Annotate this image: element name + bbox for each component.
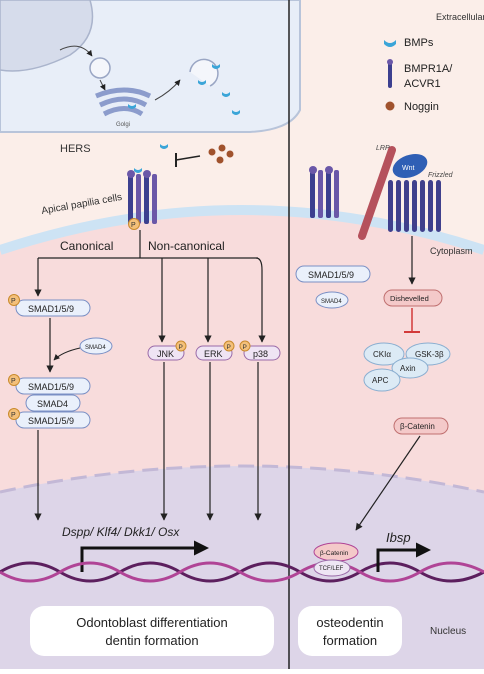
smad-phospho-1 bbox=[8, 294, 20, 306]
noggin-inhibition bbox=[175, 155, 201, 161]
legend-heading: Extracellular bbox=[436, 12, 484, 22]
signal-branches bbox=[34, 230, 266, 343]
erk-label: ERK bbox=[204, 349, 223, 359]
bmp-ligand-icon bbox=[384, 40, 396, 47]
right-outcome-box bbox=[298, 606, 402, 656]
smad-phospho-2 bbox=[8, 374, 20, 386]
wnt-ligand bbox=[392, 153, 428, 179]
smad159-label: SMAD1/5/9 bbox=[28, 304, 74, 314]
vesicle bbox=[89, 57, 111, 79]
nuclear-envelope bbox=[0, 464, 484, 494]
smad-complex: SMAD1/5/9 SMAD4 SMAD1/5/9 bbox=[15, 377, 91, 429]
axin-label: Axin bbox=[400, 364, 416, 373]
right-outcome-line2: formation bbox=[323, 633, 377, 648]
jnk-box: JNK P bbox=[147, 340, 187, 361]
jnk-label: JNK bbox=[157, 349, 174, 359]
smad-phospho-2-label: P bbox=[11, 378, 16, 385]
p38-box: p38 P bbox=[239, 340, 281, 361]
erk-box: ERK P bbox=[195, 340, 235, 361]
hers-label: HERS bbox=[60, 143, 91, 155]
legend-receptor-1: BMPR1A/ bbox=[404, 63, 453, 75]
complex-smad-1: SMAD1/5/9 bbox=[28, 382, 74, 392]
left-outcome-box bbox=[30, 606, 274, 656]
left-outcome-line2: dentin formation bbox=[105, 633, 198, 648]
smad4-free bbox=[79, 337, 113, 355]
golgi-apparatus: Golgi bbox=[95, 87, 152, 128]
p38-phospho: P bbox=[243, 344, 247, 351]
receptor-icon bbox=[387, 59, 393, 88]
frizzled-label: Frizzled bbox=[428, 172, 454, 179]
dishevelled-box bbox=[383, 289, 443, 307]
legend-receptor-2: ACVR1 bbox=[404, 78, 441, 90]
bcatenin-cyto-label: β-Catenin bbox=[400, 422, 435, 431]
lrp-receptor bbox=[358, 146, 396, 240]
right-smad4-label: SMAD4 bbox=[321, 299, 342, 305]
noncanonical-label: Non-canonical bbox=[148, 239, 225, 253]
bmp-ligands bbox=[128, 64, 240, 149]
canonical-label: Canonical bbox=[60, 239, 113, 253]
p38-label: p38 bbox=[253, 349, 268, 359]
lrp-label: LRP bbox=[376, 145, 390, 152]
bcatenin-translocation bbox=[355, 435, 421, 531]
dna-helix bbox=[0, 561, 484, 583]
frizzled-receptor bbox=[388, 180, 441, 232]
wnt-label: Wnt bbox=[402, 165, 415, 172]
legend-bmps: BMPs bbox=[404, 37, 434, 49]
smad-phospho-3 bbox=[8, 408, 20, 420]
cell-membrane bbox=[0, 205, 484, 255]
smad4-free-label: SMAD4 bbox=[85, 345, 106, 351]
receptor-phospho-label: P bbox=[131, 222, 136, 229]
right-smad159-label: SMAD1/5/9 bbox=[308, 270, 354, 280]
left-outcome-line1: Odontoblast differentiation bbox=[76, 615, 228, 630]
bcatenin-cyto bbox=[393, 417, 449, 435]
smad-phospho-1-label: P bbox=[11, 298, 16, 305]
golgi-label: Golgi bbox=[116, 122, 130, 128]
hers-nucleus bbox=[0, 0, 94, 72]
apc-label: APC bbox=[372, 376, 389, 385]
legend-noggin: Noggin bbox=[404, 101, 439, 113]
right-outcome-line1: osteodentin bbox=[316, 615, 383, 630]
complex-smad4: SMAD4 bbox=[37, 399, 68, 409]
bmp-receptor-complex bbox=[127, 168, 157, 224]
gsk-label: GSK-3β bbox=[415, 350, 444, 359]
nuclear-arrows bbox=[34, 362, 262, 521]
transcription-arrow-right bbox=[376, 542, 431, 572]
smad-phospho-3-label: P bbox=[11, 412, 16, 419]
complex-smad-2: SMAD1/5/9 bbox=[28, 416, 74, 426]
noggin-cluster bbox=[208, 144, 234, 164]
bmp-receptor-right bbox=[309, 166, 339, 218]
cytoplasm-label: Cytoplasm bbox=[430, 246, 473, 256]
dishevelled-label: Dishevelled bbox=[390, 294, 429, 303]
right-smad159 bbox=[295, 265, 371, 283]
smad159-box bbox=[15, 299, 91, 317]
receptor-phospho bbox=[128, 218, 140, 230]
erk-phospho: P bbox=[227, 344, 231, 351]
noggin-dot-icon bbox=[385, 101, 395, 111]
jnk-phospho: P bbox=[179, 344, 183, 351]
destruction-complex: CKIα GSK-3β Axin APC bbox=[363, 342, 451, 392]
tcf-lef-label: TCF/LEF bbox=[319, 566, 344, 572]
target-genes: Dspp/ Klf4/ Dkk1/ Osx bbox=[62, 525, 180, 539]
right-smad4 bbox=[315, 291, 349, 309]
exocytosis-vesicle bbox=[189, 58, 219, 87]
tcf-lef bbox=[313, 559, 351, 577]
ck1-label: CKIα bbox=[373, 350, 391, 359]
nucleus-label: Nucleus bbox=[430, 626, 466, 637]
ibsp-label: Ibsp bbox=[386, 530, 411, 545]
bcatenin-nuclear-label: β-Catenin bbox=[320, 550, 349, 557]
